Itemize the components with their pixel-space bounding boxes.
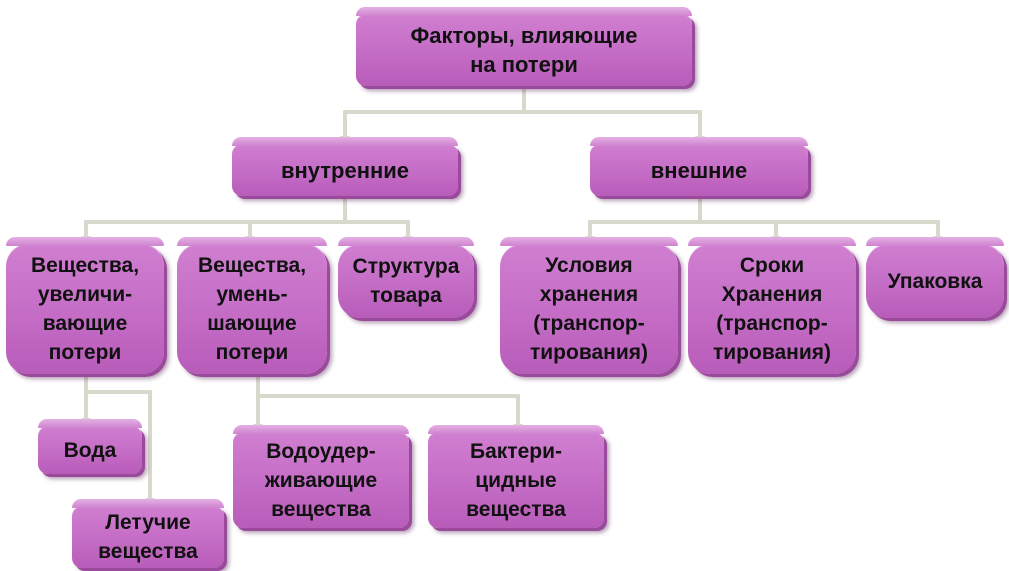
structure-label: Структура товара <box>352 255 460 307</box>
structure-node: Структура товара <box>338 237 474 318</box>
decreasing-label: Вещества, умень- шающие потери <box>197 254 307 364</box>
terms-node: Сроки Хранения (транспор- тирования) <box>688 237 856 374</box>
bactericidal-node: Бактери- цидные вещества <box>428 425 604 528</box>
external-node: внешние <box>590 137 808 196</box>
water-holding-node: Водоудер- живающие вещества <box>233 425 409 528</box>
arrowhead-storage <box>585 236 595 243</box>
root-label: Факторы, влияющие на потери <box>410 23 638 77</box>
decreasing-node: Вещества, умень- шающие потери <box>177 237 327 374</box>
volatile-node: Летучие вещества <box>72 499 224 568</box>
root-node: Факторы, влияющие на потери <box>356 7 692 86</box>
arrowhead-packaging <box>933 236 943 243</box>
packaging-label: Упаковка <box>887 269 983 293</box>
arrowhead-volatile <box>145 498 155 505</box>
arrowhead-decreasing <box>245 236 255 243</box>
water-label: Вода <box>63 438 117 462</box>
arrowhead-bactericidal <box>513 424 523 431</box>
volatile-label: Летучие вещества <box>98 511 198 563</box>
internal-label: внутренние <box>280 157 410 183</box>
arrowhead-external <box>695 136 705 143</box>
storage-label: Условия хранения (транспор- тирования) <box>529 254 648 364</box>
arrowhead-internal <box>340 136 350 143</box>
arrowhead-holding <box>253 424 263 431</box>
arrowhead-terms <box>771 236 781 243</box>
external-label: внешние <box>650 157 748 183</box>
increasing-label: Вещества, увеличи- вающие потери <box>30 254 140 364</box>
arrowhead-structure <box>403 236 413 243</box>
increasing-node: Вещества, увеличи- вающие потери <box>6 237 164 374</box>
water-holding-label: Водоудер- живающие вещества <box>264 439 378 521</box>
arrowhead-water <box>81 418 91 425</box>
bactericidal-label: Бактери- цидные вещества <box>466 439 566 521</box>
water-node: Вода <box>38 419 142 474</box>
internal-node: внутренние <box>232 137 458 196</box>
arrowhead-increasing <box>81 236 91 243</box>
terms-label: Сроки Хранения (транспор- тирования) <box>712 254 831 364</box>
storage-node: Условия хранения (транспор- тирования) <box>500 237 678 374</box>
packaging-node: Упаковка <box>866 237 1004 318</box>
